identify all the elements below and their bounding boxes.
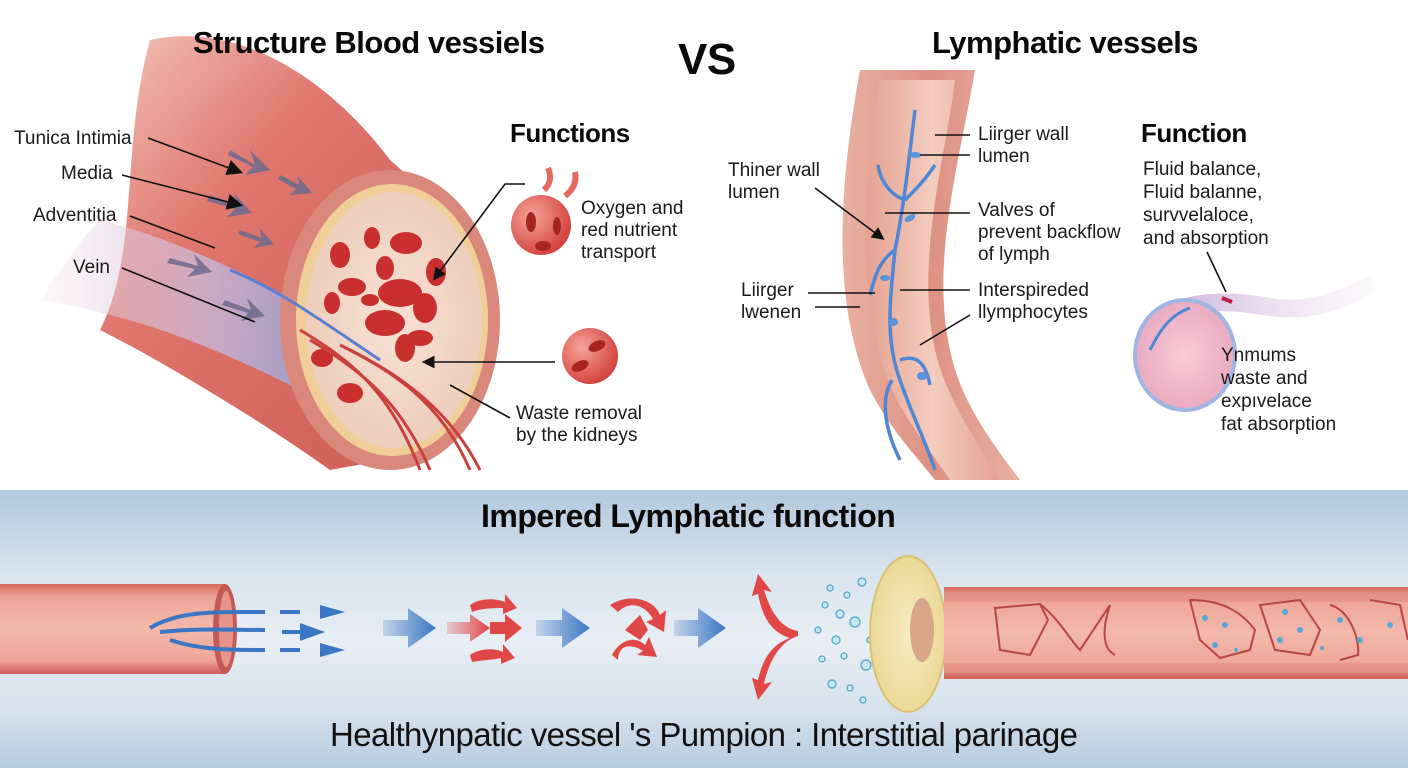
lymph-valve-disc bbox=[869, 555, 947, 713]
blood-leader-lines bbox=[121, 137, 555, 419]
impaired-lymph-tube bbox=[944, 587, 1408, 679]
flow-sequence-arrows bbox=[383, 574, 798, 700]
waste-removal-cell-icon bbox=[562, 328, 618, 384]
healthy-lymph-tube bbox=[0, 584, 345, 674]
oxygen-transport-cell-icon bbox=[511, 166, 579, 255]
functions-heading: Functions bbox=[510, 118, 630, 148]
lymphatic-vessel-illustration bbox=[842, 70, 1020, 480]
lymphatic-vessels-title: Lymphatic vessels bbox=[932, 25, 1199, 60]
artery-illustration bbox=[40, 36, 500, 471]
vein-illustration bbox=[40, 220, 330, 400]
red-looping-arrow-icon bbox=[610, 598, 666, 632]
red-arrow-icon bbox=[490, 614, 522, 642]
blue-arrow-icon bbox=[536, 608, 590, 648]
red-curved-arrow-icon bbox=[470, 644, 515, 664]
lymph-function-text: Fluid balance, Fluid balanne, survvelalo… bbox=[1143, 159, 1269, 249]
red-looping-arrow-icon bbox=[612, 637, 657, 660]
label-larger-lumen-left: Liirger lwenen bbox=[741, 280, 802, 323]
label-lymphocytes: Interspireded llymphocytes bbox=[978, 280, 1089, 323]
function-oxygen-transport: Oxygen and red nutrient transport bbox=[581, 198, 684, 263]
label-tunica-intima: Tunica Intimia bbox=[14, 128, 132, 149]
split-arrow-icon bbox=[752, 574, 798, 700]
bottom-caption: Healthynpatic vessel 's Pumpion : Inters… bbox=[330, 716, 1078, 753]
vs-label: VS bbox=[678, 35, 736, 84]
pumping-flow-lines bbox=[148, 609, 266, 652]
label-adventitia: Adventitia bbox=[33, 205, 117, 226]
damaged-mesh bbox=[993, 598, 1408, 661]
lymph-leader-lines bbox=[808, 134, 1227, 346]
blue-arrow-icon bbox=[383, 608, 436, 648]
label-thinner-wall: Thiner wall lumen bbox=[728, 160, 820, 203]
lacteal-illustration bbox=[1133, 275, 1375, 412]
retained-fluid-particles bbox=[1202, 609, 1393, 652]
lacteal-function-text: Ynmums waste and expıvelace fat absorpti… bbox=[1221, 345, 1337, 435]
impaired-function-heading: Impered Lymphatic function bbox=[481, 498, 896, 534]
label-valves: Valves of prevent backflow of lymph bbox=[978, 200, 1121, 265]
lymphocytes bbox=[880, 152, 927, 380]
red-arrow-icon bbox=[447, 614, 490, 642]
label-vein: Vein bbox=[73, 257, 110, 278]
function-heading: Function bbox=[1141, 118, 1247, 148]
dashed-flow-arrows bbox=[280, 605, 345, 657]
red-curved-arrow-icon bbox=[470, 594, 517, 614]
lymph-valves bbox=[868, 109, 937, 471]
vein-channel bbox=[229, 268, 381, 362]
label-larger-wall: Liirger wall lumen bbox=[978, 124, 1069, 167]
interstitial-fluid-droplets bbox=[814, 577, 874, 704]
function-waste-removal: Waste removal by the kidneys bbox=[516, 403, 642, 446]
label-media: Media bbox=[61, 163, 113, 184]
blue-arrow-icon bbox=[674, 608, 726, 648]
blood-vessels-title: Structure Blood vessiels bbox=[193, 25, 545, 60]
capillaries bbox=[299, 328, 482, 471]
